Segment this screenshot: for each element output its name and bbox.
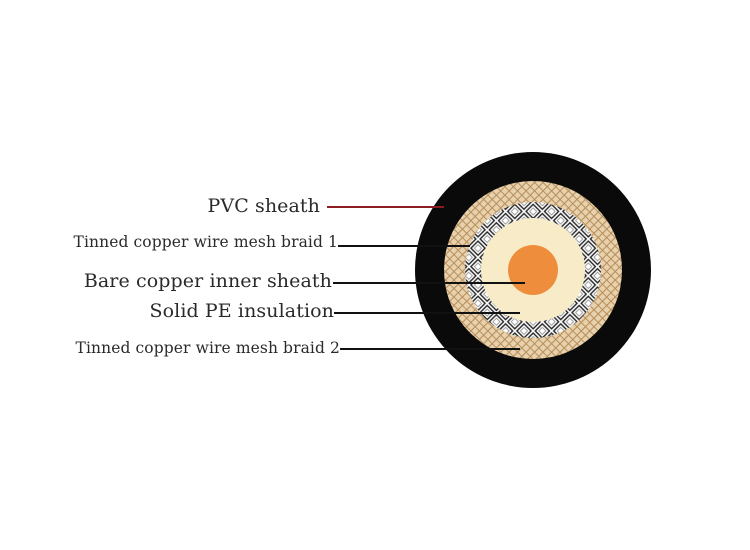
label-braid-1: Tinned copper wire mesh braid 1: [73, 233, 338, 251]
label-pvc-sheath: PVC sheath: [207, 195, 320, 217]
label-braid-2: Tinned copper wire mesh braid 2: [75, 339, 340, 357]
label-pe-insulation: Solid PE insulation: [149, 300, 334, 322]
label-inner-sheath: Bare copper inner sheath: [83, 270, 332, 292]
copper-conductor: [508, 245, 558, 295]
